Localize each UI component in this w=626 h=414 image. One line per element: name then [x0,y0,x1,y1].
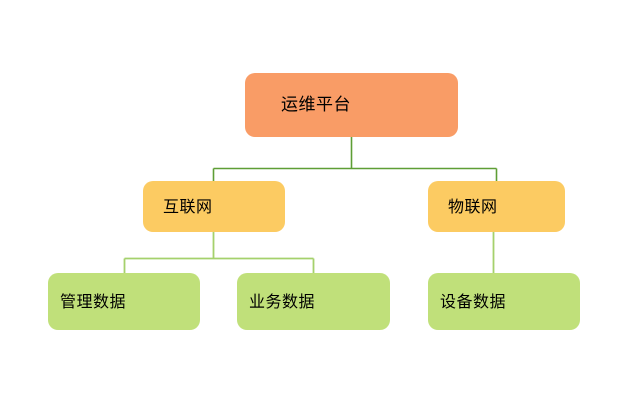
node-leaf-device-data[interactable]: 设备数据 [428,273,580,330]
node-root[interactable]: 运维平台 [245,73,458,137]
edge-root-to-branches [212,137,498,182]
edge-internet-to-leaves [123,232,315,274]
node-branch-iot[interactable]: 物联网 [428,181,565,232]
node-leaf-business-data[interactable]: 业务数据 [237,273,390,330]
node-branch-internet[interactable]: 互联网 [143,181,285,232]
node-leaf-management-data[interactable]: 管理数据 [48,273,200,330]
